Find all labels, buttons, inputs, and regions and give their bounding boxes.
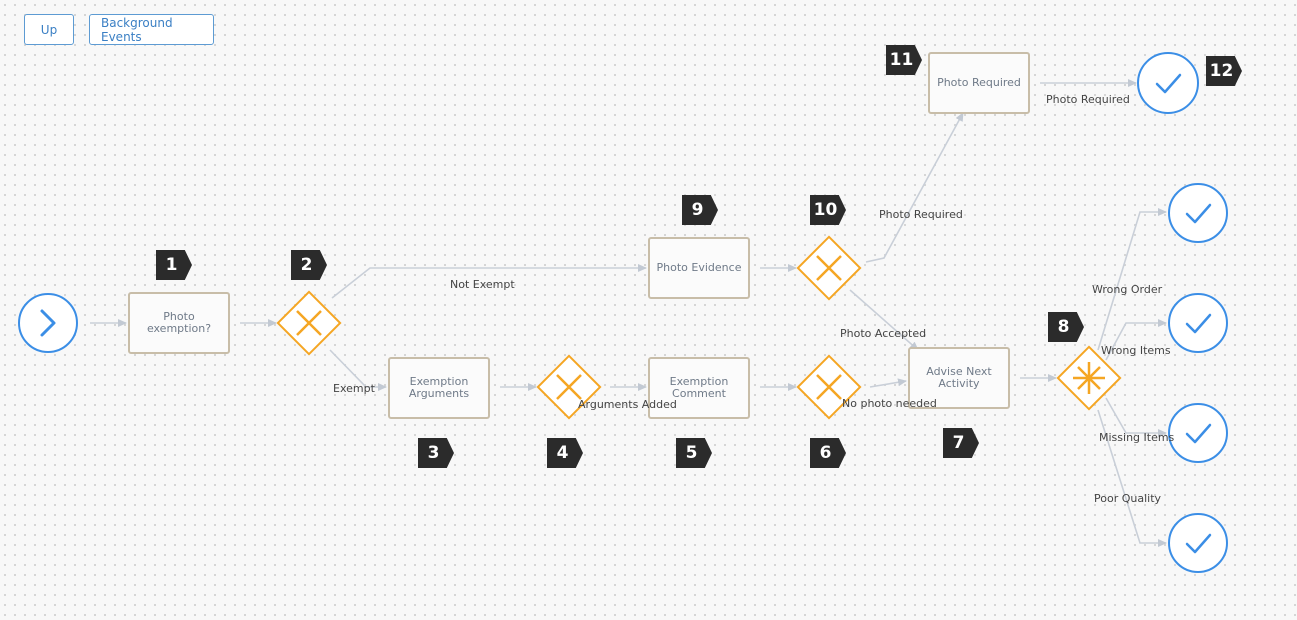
task-advise-next-activity[interactable]: Advise Next Activity — [908, 347, 1010, 409]
x-icon — [556, 374, 582, 400]
badge-8: 8 — [1048, 312, 1084, 342]
gateway-10[interactable] — [796, 235, 862, 301]
edge-missing-items — [1105, 397, 1167, 437]
badge-10: 10 — [810, 195, 846, 225]
label-photo-required-gateway: Photo Required — [879, 208, 963, 221]
end-event-poor-quality[interactable] — [1168, 513, 1228, 573]
task-photo-exemption[interactable]: Photo exemption? — [128, 292, 230, 354]
up-button[interactable]: Up — [24, 14, 74, 45]
label-exempt: Exempt — [333, 382, 375, 395]
edge-no-photo-needed — [869, 378, 907, 388]
badge-12: 12 — [1206, 56, 1242, 86]
start-event[interactable] — [18, 293, 78, 353]
gateway-6[interactable] — [796, 354, 862, 420]
gateway-2[interactable] — [276, 290, 342, 356]
label-wrong-items: Wrong Items — [1101, 344, 1171, 357]
end-event-missing-items[interactable] — [1168, 403, 1228, 463]
asterisk-icon — [1073, 362, 1105, 394]
end-event-wrong-items[interactable] — [1168, 293, 1228, 353]
task-photo-required[interactable]: Photo Required — [928, 52, 1030, 114]
badge-9: 9 — [682, 195, 718, 225]
label-arguments-added: Arguments Added — [578, 398, 677, 411]
end-event-photo-required[interactable] — [1137, 52, 1199, 114]
task-exemption-comment[interactable]: Exemption Comment — [648, 357, 750, 419]
x-icon — [816, 255, 842, 281]
end-event-wrong-order[interactable] — [1168, 183, 1228, 243]
x-icon — [296, 310, 322, 336]
gateway-4[interactable] — [536, 354, 602, 420]
label-photo-required-end: Photo Required — [1046, 93, 1130, 106]
chevron-right-icon — [40, 309, 56, 337]
check-icon — [1185, 423, 1212, 444]
badge-6: 6 — [810, 438, 846, 468]
check-icon — [1155, 73, 1182, 94]
edge-wrong-items — [1105, 319, 1167, 361]
label-not-exempt: Not Exempt — [450, 278, 515, 291]
task-photo-evidence[interactable]: Photo Evidence — [648, 237, 750, 299]
edge-wrong-order — [1097, 208, 1167, 351]
badge-4: 4 — [547, 438, 583, 468]
label-wrong-order: Wrong Order — [1092, 283, 1163, 296]
badge-3: 3 — [418, 438, 454, 468]
edge-exempt — [329, 349, 387, 391]
check-icon — [1185, 533, 1212, 554]
label-poor-quality: Poor Quality — [1094, 492, 1162, 505]
check-icon — [1185, 203, 1212, 224]
badge-2: 2 — [291, 250, 327, 280]
label-photo-accepted: Photo Accepted — [840, 327, 927, 340]
task-exemption-arguments[interactable]: Exemption Arguments — [388, 357, 490, 419]
background-events-button[interactable]: Background Events — [89, 14, 214, 45]
x-icon — [816, 374, 842, 400]
badge-7: 7 — [943, 428, 979, 458]
edge-poor-quality — [1097, 409, 1167, 547]
badge-5: 5 — [676, 438, 712, 468]
gateway-8[interactable] — [1056, 345, 1122, 411]
badge-1: 1 — [156, 250, 192, 280]
edge-photo-accepted — [849, 289, 919, 351]
edge-not-exempt — [331, 264, 647, 299]
badge-11: 11 — [886, 45, 922, 75]
edge-photo-required-to-task — [865, 112, 964, 263]
check-icon — [1185, 313, 1212, 334]
label-no-photo-needed: No photo needed — [842, 397, 937, 410]
label-missing-items: Missing Items — [1099, 431, 1175, 444]
